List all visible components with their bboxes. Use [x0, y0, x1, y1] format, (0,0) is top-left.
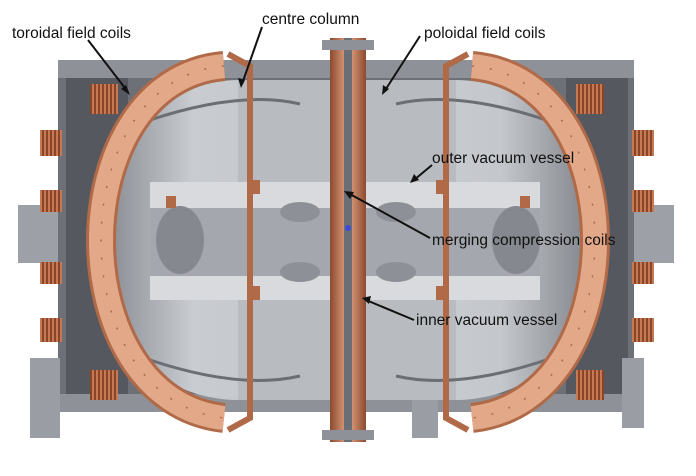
arrowhead-poloidal-field-coils: [382, 85, 389, 95]
poloidal-field-coils: [40, 84, 654, 400]
arrowhead-merging-compression-coils: [344, 191, 354, 199]
label-merging-compression-coils: merging compression coils: [432, 232, 616, 249]
leader-merging-compression-coils: [347, 192, 431, 239]
centre-column: [322, 38, 374, 442]
merging-compression-coils: [166, 180, 530, 300]
leader-poloidal-field-coils: [383, 35, 421, 93]
label-poloidal-field-coils: poloidal field coils: [424, 25, 546, 42]
leader-lines: [87, 26, 433, 321]
toroidal-field-coils: [86, 51, 610, 433]
leader-outer-vacuum-vessel: [413, 164, 433, 181]
arrowhead-outer-vacuum-vessel: [410, 174, 419, 183]
arrowhead-toroidal-field-coils: [121, 85, 130, 95]
leader-arrowheads: [121, 78, 419, 304]
arrowhead-inner-vacuum-vessel: [362, 296, 371, 304]
leader-inner-vacuum-vessel: [365, 299, 415, 321]
leader-centre-column: [241, 26, 263, 85]
arrowhead-centre-column: [238, 78, 245, 88]
label-centre-column: centre column: [262, 11, 359, 28]
label-inner-vacuum-vessel: inner vacuum vessel: [416, 312, 557, 329]
label-toroidal-field-coils: toroidal field coils: [12, 25, 131, 42]
leader-toroidal-field-coils: [87, 39, 129, 93]
label-outer-vacuum-vessel: outer vacuum vessel: [432, 150, 574, 167]
